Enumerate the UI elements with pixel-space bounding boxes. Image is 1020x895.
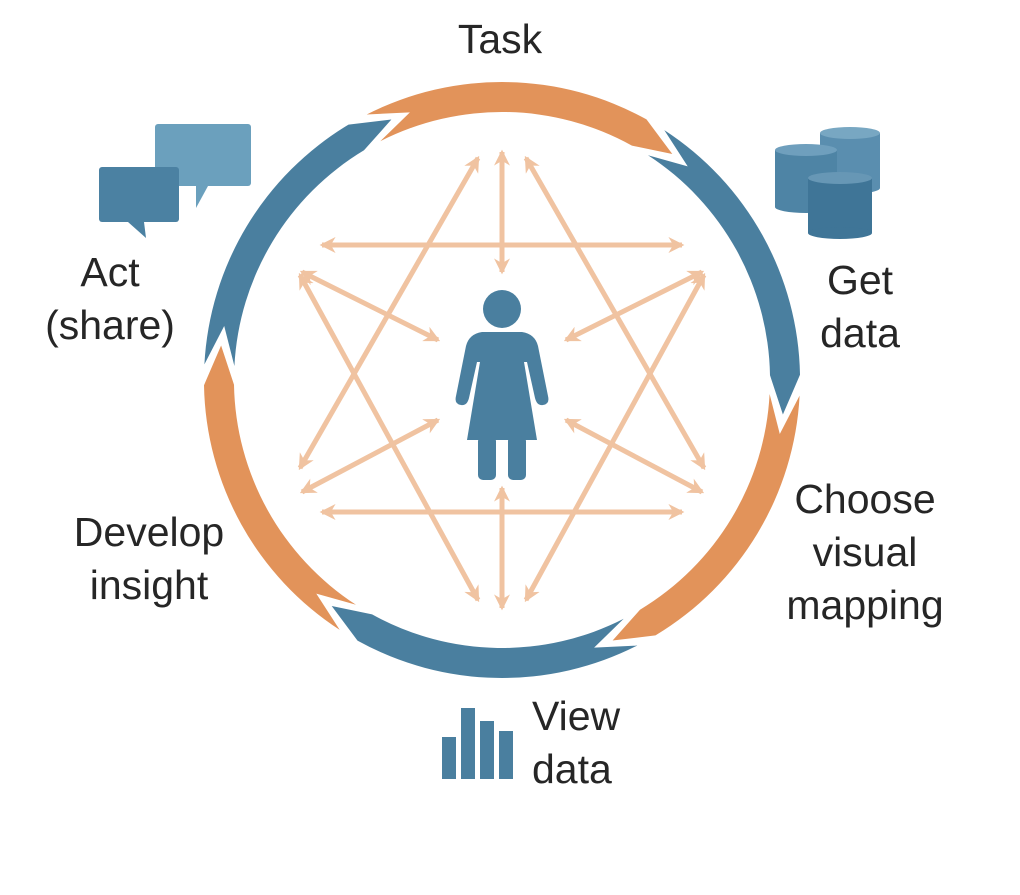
label-choose-visual-mapping: Choose visual mapping: [786, 476, 944, 628]
speech-bubbles-icon: [99, 124, 251, 238]
label-act-share: Act (share): [45, 249, 175, 348]
ring-segment-task: [366, 82, 673, 154]
ring-segment-develop-insight: [204, 345, 356, 630]
bar-chart-icon: [442, 708, 513, 779]
cycle-ring: [204, 82, 800, 678]
ring-segment-choose-visual-mapping: [612, 394, 800, 641]
star-arrows: [297, 149, 707, 611]
arrow-diag-upper-right: [563, 269, 705, 343]
arrow-diag-lower-left: [299, 417, 441, 495]
arrow-triangle-down-right: [523, 272, 707, 603]
database-icon: [775, 127, 880, 239]
person-icon: [455, 290, 549, 480]
label-view-data: View data: [532, 693, 621, 792]
label-get-data: Get data: [820, 257, 900, 356]
arrow-diag-lower-right: [563, 417, 705, 495]
ring-segment-view-data: [331, 606, 638, 678]
label-task: Task: [457, 16, 543, 62]
ring-segment-get-data: [648, 130, 800, 415]
arrow-triangle-down-left: [297, 272, 481, 603]
label-develop-insight: Develop insight: [73, 509, 225, 608]
ring-segment-act-share: [204, 119, 392, 366]
arrow-diag-upper-left: [299, 269, 441, 343]
